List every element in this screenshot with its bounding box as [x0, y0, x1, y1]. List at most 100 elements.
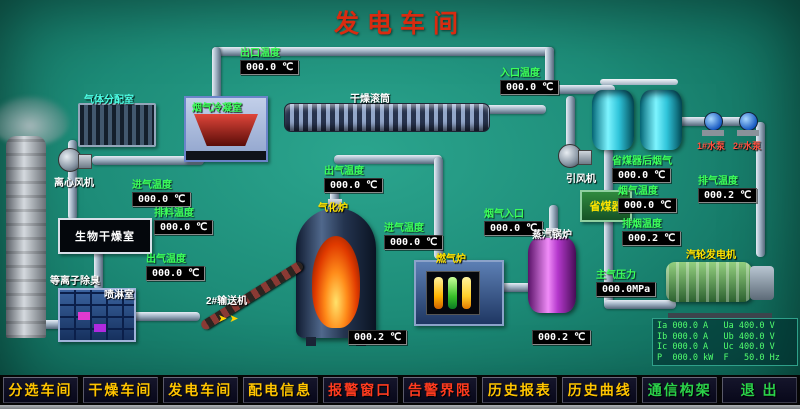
sensor-label: 烟气温度 [618, 186, 658, 197]
flame-icon [312, 236, 360, 328]
turbine-generator-label: 汽轮发电机 [686, 250, 736, 261]
water-pump-2 [737, 112, 759, 136]
menu-button-power-distribution-info[interactable]: 配电信息 [242, 377, 318, 403]
sensor-discharge-temp: 排料温度 000.0 ℃ [154, 204, 214, 235]
pipe-condenser-riser [212, 47, 221, 102]
sensor-flue-inlet-temp: 烟气入口 000.0 ℃ [484, 205, 544, 236]
water-tank-1 [592, 90, 634, 150]
sensor-value: 000.2 ℃ [348, 330, 408, 345]
condenser-core [194, 114, 258, 146]
menu-button-alarm-limits[interactable]: 告警界限 [402, 377, 478, 403]
gas-furnace-label: 燃气炉 [436, 254, 466, 265]
menu-button-history-report[interactable]: 历史报表 [482, 377, 558, 403]
water-pump-1 [702, 112, 724, 136]
menu-button-exit[interactable]: 退 出 [722, 377, 798, 403]
pipe-drum-right [486, 105, 546, 114]
sensor-value: 000.0 ℃ [612, 168, 672, 183]
sensor-label: 排气温度 [698, 176, 738, 187]
economizer-label: 省煤器 [589, 201, 623, 213]
sensor-label: 排烟温度 [622, 219, 662, 230]
sensor-label: 入口温度 [500, 68, 540, 79]
tank-connector-pipe [600, 79, 678, 85]
steam-boiler-label: 蒸汽锅炉 [532, 230, 572, 241]
menu-button-power-workshop[interactable]: 发电车间 [162, 377, 238, 403]
sensor-bio-outlet-temp: 出气温度 000.0 ℃ [146, 250, 206, 281]
drying-drum [284, 103, 490, 132]
fan-duct [78, 154, 92, 169]
menu-button-comm-architecture[interactable]: 通信构架 [642, 377, 718, 403]
flow-arrows-icon: ➤➤ [218, 313, 241, 325]
water-tank-2 [640, 90, 682, 150]
induced-draft-fan-label: 引风机 [566, 174, 596, 185]
chimney [6, 136, 46, 338]
gas-distribution-room-label: 气体分配室 [84, 95, 134, 106]
pipe-spray-conveyor [128, 312, 200, 321]
sensor-value: 000.0 ℃ [154, 220, 214, 235]
pump-icon [704, 112, 723, 131]
sensor-value: 000.0 ℃ [324, 178, 384, 193]
generator-end [750, 266, 774, 300]
drying-drum-label: 干燥滚筒 [350, 94, 390, 105]
generator-data-row: Ia 000.0 A Ua 400.0 V [657, 321, 775, 331]
generator-data-row: P 000.0 kW F 50.0 Hz [657, 352, 780, 363]
sensor-fan-inlet-temp: 进气温度 000.0 ℃ [132, 176, 192, 207]
flue-gas-condenser-label: 烟气冷凝室 [192, 103, 242, 114]
flame-icon [462, 277, 471, 309]
sensor-value: 000.0 ℃ [240, 60, 300, 75]
sensor-value: 000.0 ℃ [484, 221, 544, 236]
pipe-furnace-down [434, 157, 443, 259]
pipe-gasroom-down [68, 140, 77, 220]
sensor-flue-temp: 烟气温度 000.0 ℃ [618, 182, 678, 213]
menu-button-alarm-window[interactable]: 报警窗口 [322, 377, 398, 403]
condenser-base [186, 151, 266, 160]
sensor-gasifier-outlet-temp: 出气温度 000.0 ℃ [324, 162, 384, 193]
boiler-cap [546, 228, 558, 238]
pipe-right-riser [545, 47, 554, 92]
sensor-right-exhaust-temp: 排气温度 000.2 ℃ [698, 172, 758, 203]
sensor-label: 省煤器后烟气 [612, 156, 672, 167]
pipe-right-edge [756, 122, 765, 257]
menu-button-drying-workshop[interactable]: 干燥车间 [82, 377, 158, 403]
sensor-value: 000.2 ℃ [698, 188, 758, 203]
pipe-gasifier-furnace [334, 155, 442, 164]
gas-distribution-room [78, 103, 156, 147]
bottom-strip [0, 405, 800, 409]
sensor-label: 出气温度 [324, 166, 364, 177]
spray-cell [94, 324, 106, 332]
sensor-value: 000.0MPa [596, 282, 657, 297]
sensor-exhaust-temp: 排烟温度 000.2 ℃ [622, 215, 682, 246]
pipe-economizer-column [604, 148, 613, 308]
flame-icon [434, 277, 443, 309]
menu-button-sorting-workshop[interactable]: 分选车间 [3, 377, 78, 403]
pipe-fan-condenser [92, 156, 204, 165]
pipe-fan2-riser [566, 96, 575, 148]
pipe-gasifier-top [330, 185, 339, 210]
turbine-base [668, 313, 772, 320]
conveyor-label: 2#输送机 [206, 296, 248, 307]
fan-duct [578, 150, 592, 165]
sensor-boiler-bottom-temp: 000.2 ℃ [532, 330, 592, 345]
furnace-window [426, 271, 480, 315]
pipe-to-tanks [545, 85, 615, 94]
sensor-label: 出口温度 [240, 48, 280, 59]
pump-2-label: 2#水泵 [733, 141, 762, 151]
menu-button-history-curve[interactable]: 历史曲线 [562, 377, 638, 403]
sensor-inlet-temp-top: 入口温度 000.0 ℃ [500, 64, 560, 95]
sensor-steam-pressure: 主气压力 000.0MPa [596, 266, 657, 297]
sensor-label: 出气温度 [146, 254, 186, 265]
pipe-bio-spray [94, 250, 103, 290]
sensor-value: 000.0 ℃ [500, 80, 560, 95]
pipe-top [212, 47, 554, 56]
spray-cell [78, 312, 90, 320]
sensor-economizer-flue-temp: 省煤器后烟气 000.0 ℃ [612, 152, 672, 183]
sensor-value: 000.2 ℃ [532, 330, 592, 345]
plasma-deodorizer-label: 等离子除臭 [50, 276, 100, 287]
page-title: 发电车间 [333, 10, 466, 38]
bio-drying-room: 生物干燥室 [58, 218, 152, 254]
sensor-gasifier-inlet-temp: 进气温度 000.0 ℃ [384, 219, 444, 250]
pipe-to-turbine [604, 300, 676, 309]
sensor-value: 000.0 ℃ [618, 198, 678, 213]
sensor-gasifier-bottom-temp: 000.2 ℃ [348, 330, 408, 345]
induced-draft-fan [558, 142, 592, 170]
